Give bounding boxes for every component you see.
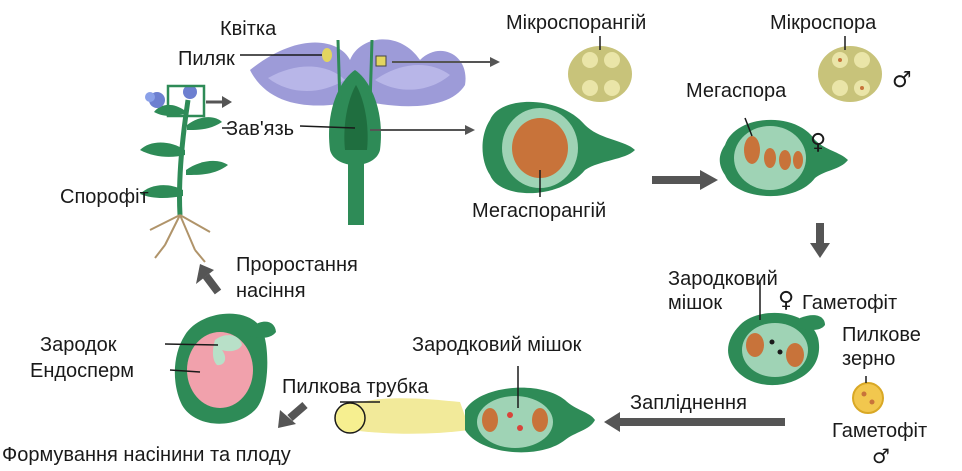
microsporangium-label: Мікроспорангій: [506, 12, 646, 34]
microspores-illustration: [818, 36, 882, 102]
male-symbol-gametophyte: ♂: [872, 445, 890, 467]
seed-germination-label-line1: Проростання: [236, 254, 358, 276]
flower-label: Квітка: [220, 18, 276, 40]
microsporangium-illustration: [568, 36, 632, 102]
ovary-label: Зав'язь: [226, 118, 294, 140]
pollen-grain-label-line2: зерно: [842, 348, 895, 370]
female-symbol-gametophyte: ♀: [778, 290, 794, 312]
sporophyte-plant: [140, 85, 228, 262]
sporophyte-label: Спорофіт: [60, 186, 149, 208]
seed-fruit-formation-label: Формування насінини та плоду: [2, 444, 291, 466]
female-gametophyte-label: Гаметофіт: [802, 292, 897, 314]
embryo-sac-label-line2: мішок: [668, 292, 722, 314]
megasporangium-illustration: [483, 102, 636, 197]
endosperm-label: Ендосперм: [30, 360, 134, 382]
pollen-tube-label: Пилкова трубка: [282, 376, 428, 398]
microspore-label: Мікроспора: [770, 12, 876, 34]
female-gametophyte-illustration: [728, 313, 825, 385]
male-symbol-microspore: ♂: [892, 70, 912, 92]
male-gametophyte-label: Гаметофіт: [832, 420, 927, 442]
pollen-grain-label-line1: Пилкове: [842, 324, 921, 346]
embryo-label: Зародок: [40, 334, 117, 356]
embryo-sac-full-label: Зародковий мішок: [412, 334, 581, 356]
megaspore-label: Мегаспора: [686, 80, 786, 102]
megaspore-illustration: [720, 118, 848, 196]
fertilization-label: Запліднення: [630, 392, 747, 414]
megasporangium-label: Мегаспорангій: [472, 200, 606, 222]
seed-illustration: [165, 314, 276, 424]
seed-germination-label-line2: насіння: [236, 280, 306, 302]
pollen-grain-illustration: [853, 383, 883, 413]
female-symbol-megaspore: ♀: [810, 132, 826, 154]
anther-label: Пиляк: [178, 48, 235, 70]
embryo-sac-label-line1: Зародковий: [668, 268, 778, 290]
